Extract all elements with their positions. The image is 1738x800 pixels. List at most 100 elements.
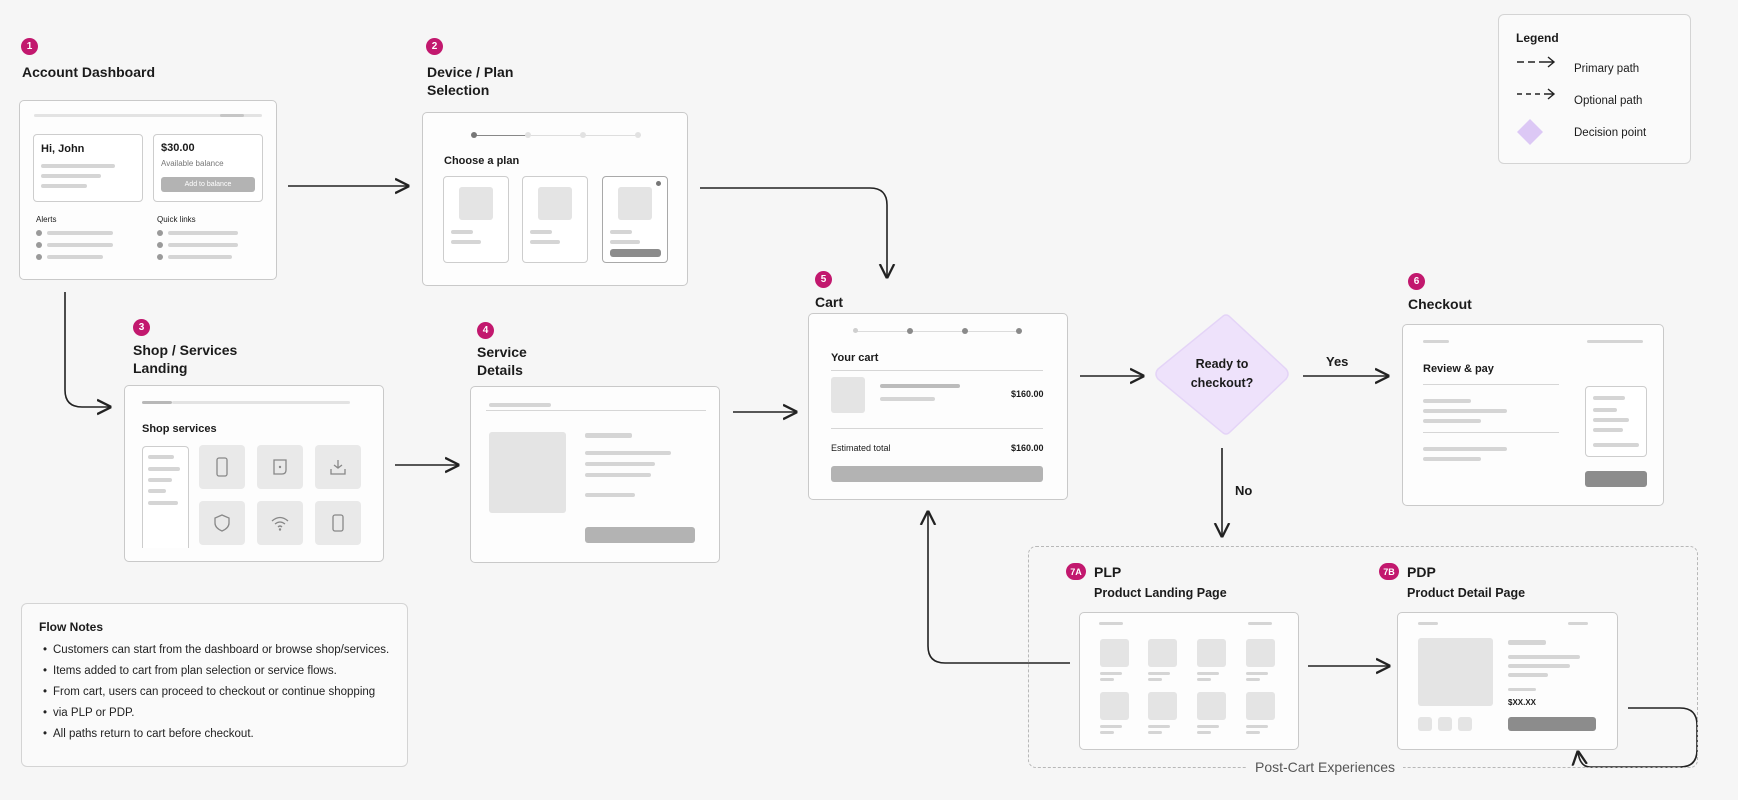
greeting-card: Hi, John xyxy=(33,134,143,202)
plan-wireframe: Choose a plan xyxy=(422,112,688,286)
decision-label: Ready to checkout? xyxy=(1172,355,1272,393)
placeholder-line xyxy=(1246,725,1268,728)
placeholder-line xyxy=(489,403,551,407)
placeholder-line xyxy=(1148,731,1162,734)
placeholder-line xyxy=(1246,678,1260,681)
product-tile[interactable] xyxy=(1197,639,1226,667)
balance-amount: $30.00 xyxy=(161,142,195,154)
top-bar-accent xyxy=(142,401,172,404)
category-sidebar xyxy=(142,446,189,548)
add-service-button[interactable] xyxy=(585,527,695,543)
placeholder-line xyxy=(1593,443,1639,447)
phone-icon[interactable] xyxy=(199,445,245,489)
yes-label: Yes xyxy=(1326,354,1349,369)
stepper-dot xyxy=(580,132,586,138)
product-tile[interactable] xyxy=(1197,692,1226,720)
stepper-dot xyxy=(1016,328,1022,334)
review-pay-heading: Review & pay xyxy=(1423,363,1494,375)
placeholder-line xyxy=(41,174,101,178)
shield-icon[interactable] xyxy=(199,501,245,545)
device-case-icon[interactable] xyxy=(315,501,361,545)
placeholder-line xyxy=(1508,688,1536,691)
list-bullet xyxy=(36,242,42,248)
placeholder-line xyxy=(1197,725,1219,728)
estimated-total-label: Estimated total xyxy=(831,443,891,453)
legend-primary-label: Primary path xyxy=(1574,63,1640,75)
select-plan-button[interactable] xyxy=(610,249,661,257)
placeholder-line xyxy=(148,478,172,482)
checkout-button[interactable] xyxy=(831,466,1043,482)
pay-button[interactable] xyxy=(1585,471,1647,487)
product-tile[interactable] xyxy=(1100,639,1129,667)
add-to-balance-button[interactable]: Add to balance xyxy=(161,177,255,192)
product-thumbnail[interactable] xyxy=(1438,717,1452,731)
placeholder-line xyxy=(1197,678,1211,681)
plan-card[interactable] xyxy=(522,176,588,263)
gauge-icon[interactable] xyxy=(257,445,303,489)
title-line: Landing xyxy=(133,360,188,376)
decision-line: Ready to xyxy=(1195,357,1249,371)
shop-wireframe: Shop services xyxy=(124,385,384,562)
notes-title: Flow Notes xyxy=(39,620,104,634)
arrow-dashboard-to-shop xyxy=(64,292,110,407)
placeholder-line xyxy=(1593,418,1629,422)
placeholder-line xyxy=(1423,457,1481,461)
add-to-cart-button[interactable] xyxy=(1508,717,1596,731)
placeholder-line xyxy=(168,231,238,235)
step-title-plan: Device / Plan Selection xyxy=(427,63,513,99)
balance-caption: Available balance xyxy=(161,159,224,168)
download-tray-icon[interactable] xyxy=(315,445,361,489)
stepper-track xyxy=(473,135,641,136)
cart-item-price: $160.00 xyxy=(1011,389,1044,399)
placeholder-line xyxy=(610,240,640,244)
step-title-shop: Shop / Services Landing xyxy=(133,341,237,377)
product-tile[interactable] xyxy=(1100,692,1129,720)
product-thumbnail[interactable] xyxy=(1458,717,1472,731)
product-price: $XX.XX xyxy=(1508,698,1537,707)
top-bar-accent xyxy=(220,114,244,117)
note-item-continued: via PLP or PDP. xyxy=(41,703,401,724)
wifi-icon[interactable] xyxy=(257,501,303,545)
placeholder-line xyxy=(148,489,166,493)
balance-card: $30.00 Available balance Add to balance xyxy=(153,134,263,202)
step-badge-3: 3 xyxy=(133,319,150,336)
stepper-dot xyxy=(635,132,641,138)
placeholder-line xyxy=(585,433,632,438)
product-tile[interactable] xyxy=(1148,639,1177,667)
note-item: Items added to cart from plan selection … xyxy=(41,661,401,682)
top-bar xyxy=(1248,622,1272,625)
list-bullet xyxy=(157,242,163,248)
plan-image xyxy=(459,187,493,220)
placeholder-line xyxy=(1508,664,1570,668)
placeholder-line xyxy=(1148,672,1170,675)
top-bar xyxy=(34,114,262,117)
order-summary-card xyxy=(1585,386,1647,457)
product-tile[interactable] xyxy=(1148,692,1177,720)
placeholder-line xyxy=(148,455,174,459)
placeholder-line xyxy=(47,255,103,259)
divider xyxy=(831,370,1043,371)
placeholder-line xyxy=(1100,678,1114,681)
placeholder-line xyxy=(47,231,113,235)
placeholder-line xyxy=(1593,408,1617,412)
step-title-service: Service Details xyxy=(477,343,527,379)
divider xyxy=(1423,384,1559,385)
list-bullet xyxy=(36,254,42,260)
plan-card[interactable] xyxy=(443,176,509,263)
plan-card-selected[interactable] xyxy=(602,176,668,263)
step-badge-1: 1 xyxy=(21,38,38,55)
top-divider xyxy=(486,410,706,411)
top-bar xyxy=(172,401,350,404)
placeholder-line xyxy=(1100,731,1114,734)
placeholder-line xyxy=(1593,428,1623,432)
cart-item-image xyxy=(831,377,865,413)
legend-decision-label: Decision point xyxy=(1574,127,1647,139)
placeholder-line xyxy=(530,230,552,234)
title-line: Service xyxy=(477,344,527,360)
product-tile[interactable] xyxy=(1246,692,1275,720)
plan-image xyxy=(538,187,572,220)
list-bullet xyxy=(157,230,163,236)
note-item: Customers can start from the dashboard o… xyxy=(41,640,401,661)
product-tile[interactable] xyxy=(1246,639,1275,667)
product-thumbnail[interactable] xyxy=(1418,717,1432,731)
